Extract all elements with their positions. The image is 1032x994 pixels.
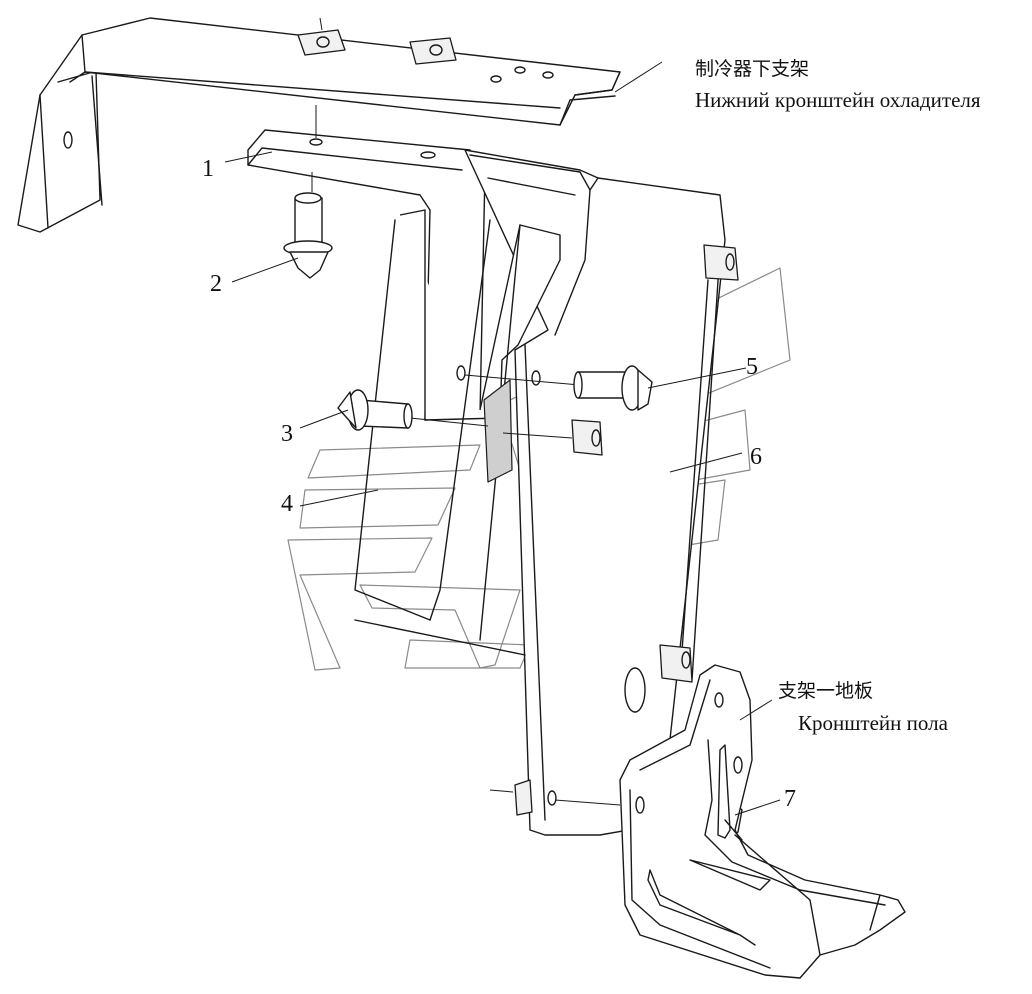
callout-5: 5 [746, 354, 758, 380]
floor-bracket [619, 664, 906, 979]
callout-2: 2 [210, 271, 222, 297]
callout-7: 7 [784, 786, 796, 812]
callout-numbers: 1 2 3 4 5 6 7 [202, 156, 796, 812]
floor-bracket-label-cn: 支架一地板 [778, 680, 873, 702]
floor-bracket-label-ru: Кронштейн пола [798, 711, 949, 735]
part-5-bolt [464, 365, 653, 439]
cooler-bracket-label-ru: Нижний кронштейн охладителя [695, 88, 981, 112]
cooler-bracket-label-cn: 制冷器下支架 [695, 58, 809, 80]
callout-1: 1 [202, 156, 214, 182]
cooler-lower-bracket [17, 17, 621, 233]
part-2-pin [283, 192, 333, 279]
part-3-bolt [337, 389, 489, 431]
callout-3: 3 [281, 421, 293, 447]
callout-6: 6 [750, 444, 762, 470]
weld-nuts [483, 244, 739, 816]
leaders [224, 61, 781, 816]
part-labels: 制冷器下支架 Нижний кронштейн охладителя 支架一地板… [695, 58, 981, 735]
callout-4: 4 [281, 491, 293, 517]
main-plate [354, 149, 726, 836]
